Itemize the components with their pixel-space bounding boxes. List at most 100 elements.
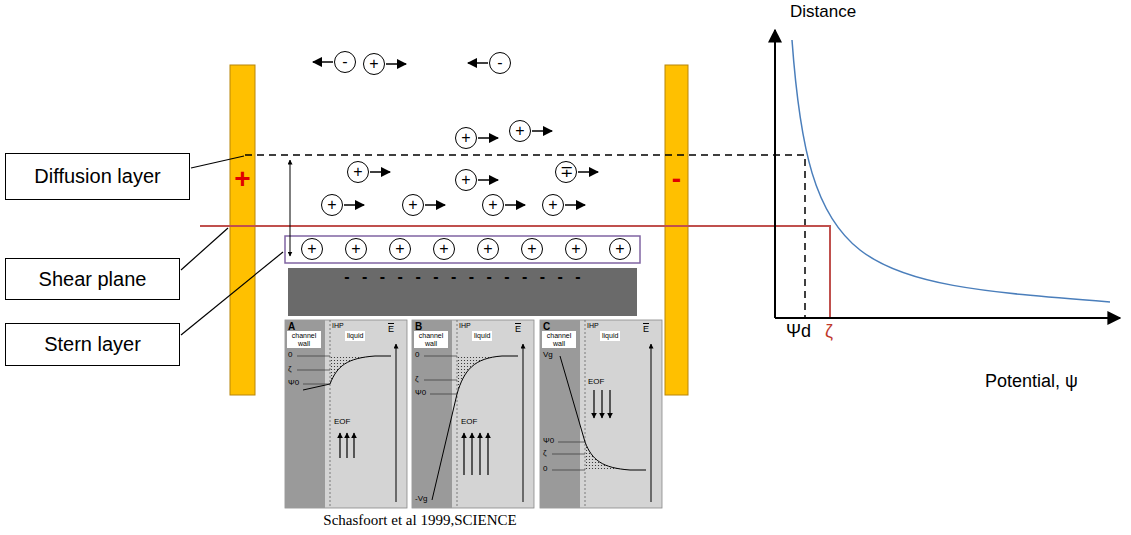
inset-panel	[540, 320, 580, 508]
axis	[774, 30, 776, 318]
node-text: +	[353, 164, 362, 180]
node-text: +	[483, 241, 492, 257]
inset-label: channel wall	[287, 331, 321, 348]
ion-circle: +	[433, 238, 455, 260]
inset-panel	[303, 356, 391, 390]
inset-panel	[457, 320, 458, 508]
inset-panel	[523, 344, 524, 502]
inset-panel	[463, 433, 464, 475]
electrode-plate	[665, 65, 688, 395]
ion-circle: -	[489, 52, 511, 74]
leader-line	[181, 156, 283, 335]
label-box: Diffusion layer	[5, 153, 190, 200]
node-text: +	[307, 241, 316, 257]
inset-label: liquid	[472, 331, 492, 341]
ion-motion-arrow	[578, 171, 598, 173]
inset-label: Ψ0	[415, 389, 426, 398]
inset-panel	[552, 442, 585, 470]
inset-panel	[330, 320, 331, 508]
inset-panel	[540, 320, 662, 508]
inset-panel	[471, 433, 472, 475]
inset-panel	[464, 433, 488, 475]
ion-circle: +	[345, 238, 367, 260]
ion-circle: +	[482, 194, 504, 216]
electrode-plate	[230, 65, 255, 395]
ion-circle: +	[455, 169, 477, 191]
ion-motion-arrow	[344, 204, 364, 206]
ion-circle: +	[609, 238, 631, 260]
ion-motion-arrow	[386, 63, 406, 65]
inset-label: IHP	[332, 322, 344, 330]
node-text: - - - - - - - - - - - - - -	[344, 268, 580, 286]
ion-circle: +	[521, 238, 543, 260]
node-text: +	[327, 197, 336, 213]
node-text: Stern layer	[44, 333, 141, 356]
inset-panel	[303, 384, 330, 385]
inset-panel	[651, 344, 652, 502]
inset-label: Ψ0	[543, 437, 554, 446]
inset-panel	[285, 320, 407, 508]
inset-panel	[560, 356, 646, 470]
inset-panel	[340, 433, 354, 458]
node-text: +	[439, 241, 448, 257]
inset-label: IHP	[459, 322, 471, 330]
inset-panel	[353, 433, 354, 458]
ion-motion-arrow	[313, 62, 598, 205]
inset-label: channel wall	[414, 331, 448, 348]
inset-panel	[424, 356, 457, 394]
ion-circle: +	[565, 238, 587, 260]
node-text: +	[369, 56, 378, 72]
inset-panel	[609, 390, 610, 418]
stern-layer-frame	[285, 236, 640, 263]
ion-circle: -	[334, 51, 356, 73]
ion-circle: +	[455, 127, 477, 149]
inset-label: ζ	[543, 449, 547, 458]
ion-motion-arrow	[478, 137, 498, 139]
axis-label: Distance	[790, 3, 856, 22]
node-text: +	[395, 241, 404, 257]
ion-motion-arrow	[505, 204, 525, 206]
inset-panel	[285, 320, 407, 508]
node-text: +	[408, 197, 417, 213]
inset-panel	[339, 433, 340, 458]
shear-plane-line	[200, 226, 830, 318]
ion-circle: +	[301, 238, 323, 260]
inset-panel	[412, 320, 452, 508]
ion-circle: +	[347, 161, 369, 183]
potential-curve	[792, 40, 1110, 302]
ion-motion-arrow	[468, 62, 488, 64]
node-text: -	[672, 163, 681, 195]
inset-panel	[593, 390, 594, 418]
inset-panel	[540, 320, 662, 508]
leader-line	[181, 252, 283, 335]
axis-label: Potential, ψ	[985, 372, 1078, 392]
inset-panel	[601, 390, 602, 418]
node-text: ∓	[560, 164, 573, 180]
diffusion-boundary	[245, 155, 805, 318]
inset-panel	[412, 320, 534, 508]
node-text: +	[615, 241, 624, 257]
ion-circle: +	[389, 238, 411, 260]
ion-circle: ∓	[555, 161, 577, 183]
ion-circle: +	[477, 238, 499, 260]
inset-panel	[412, 320, 534, 508]
inset-label: ζ	[415, 375, 419, 384]
node-text: +	[461, 130, 470, 146]
inset-panel	[552, 454, 585, 455]
electrode: +	[230, 65, 255, 395]
ion-motion-arrow	[370, 171, 390, 173]
inset-label: Vg	[543, 351, 553, 360]
axis	[775, 317, 1120, 319]
inset-label: liquid	[600, 331, 620, 341]
inset-panel	[297, 370, 330, 371]
ion-circle: +	[509, 120, 531, 142]
node-text: +	[548, 197, 557, 213]
node-text: -	[497, 55, 502, 71]
node-text: +	[351, 241, 360, 257]
inset-label: E	[388, 325, 394, 335]
inset-label: IHP	[587, 322, 599, 330]
potential-graph	[775, 30, 1120, 318]
inset-label: E	[643, 325, 649, 335]
inset-panel	[552, 470, 585, 471]
inset-panel	[430, 394, 457, 395]
